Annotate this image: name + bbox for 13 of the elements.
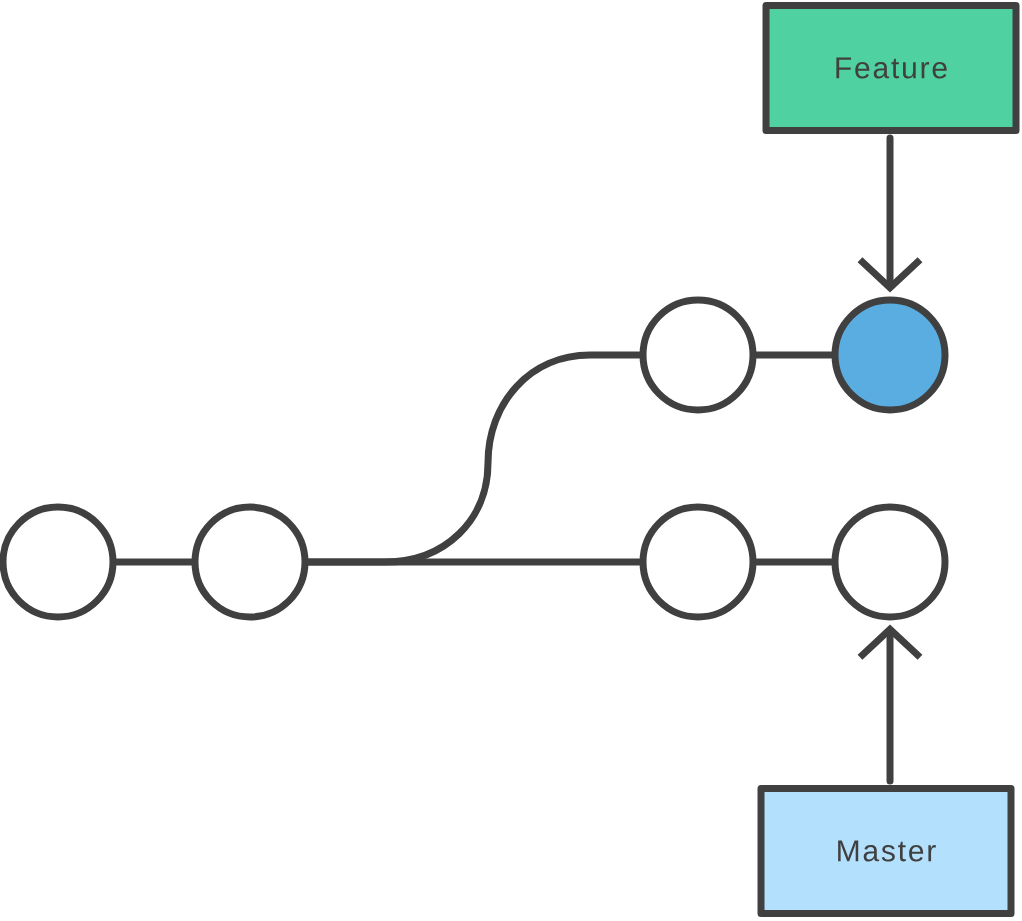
arrow (857, 134, 923, 293)
commit-circle (191, 503, 309, 621)
branch-line (753, 351, 835, 359)
branch-label-box: Feature (762, 2, 1020, 134)
commit-circle (639, 296, 757, 414)
branch-line (113, 558, 195, 566)
arrow (857, 624, 923, 785)
branch-line (753, 558, 835, 566)
branch-label-box: Master (757, 785, 1015, 917)
commit-circle (639, 503, 757, 621)
commit-circle (831, 503, 949, 621)
commit-circle (831, 296, 949, 414)
branch-line (305, 558, 643, 566)
